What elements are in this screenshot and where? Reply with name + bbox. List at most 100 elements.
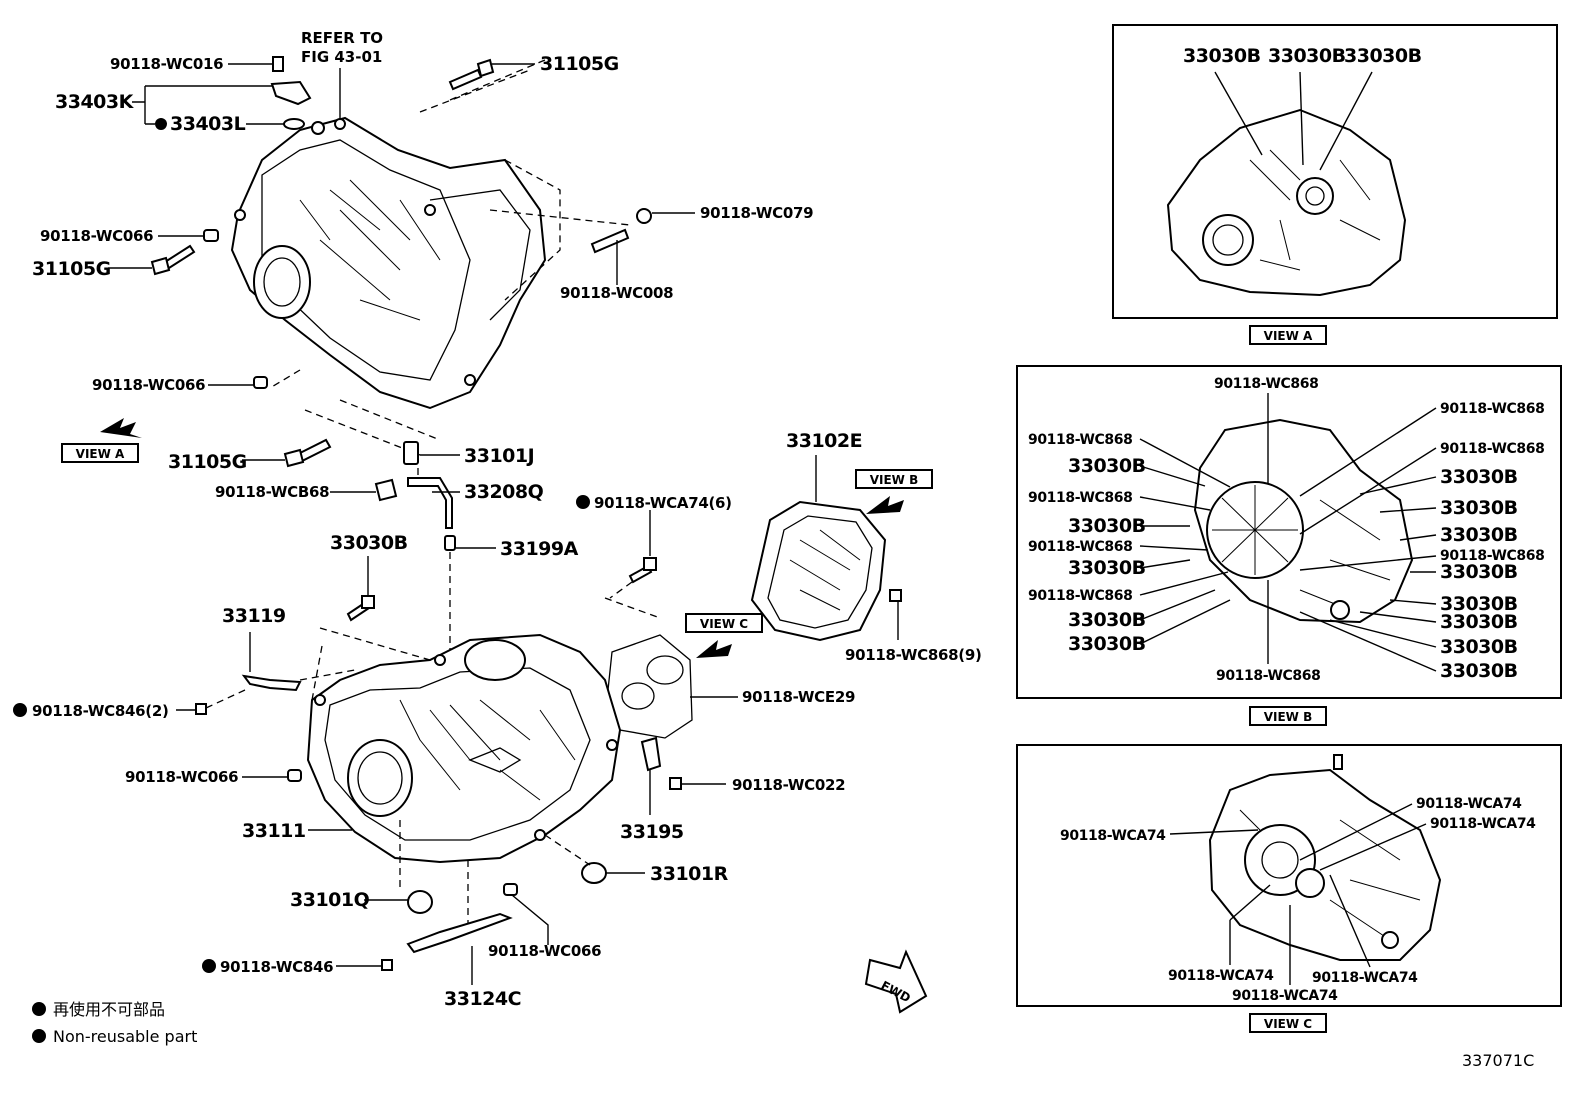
view-c-arrow-icon [696,640,732,658]
legend-dot-en [32,1029,46,1043]
stud-right [590,228,630,254]
label-90118-wc868-9: 90118-WC868(9) [845,646,982,664]
view-b-arrow-box [855,469,933,489]
bracket-33195 [640,736,662,772]
view-b-right-0: 90118-WC868 [1440,401,1544,417]
label-90118-wca74-6: 90118-WCA74(6) [594,494,732,512]
cover-33102e [750,500,887,642]
bolt-33030b [346,595,375,622]
view-b-bottom-label: 90118-WC868 [1216,668,1320,684]
bolt-wc846-2 [195,703,207,715]
view-b-left-6: 90118-WC868 [1028,588,1132,604]
view-a-callout-3: 33030B [1344,45,1422,67]
label-33403k: 33403K [55,91,135,113]
legend-jp: 再使用不可部品 [53,1000,165,1019]
label-31105g-left: 31105G [32,258,111,280]
label-90118-wc066-case: 90118-WC066 [125,768,238,786]
view-c-title: VIEW C [1264,1017,1312,1031]
view-b-right-10: 33030B [1440,660,1518,682]
non-reusable-dot [576,495,590,509]
view-c-bottom-center-label: 90118-WCA74 [1232,988,1338,1004]
view-b-left-7: 33030B [1068,609,1146,631]
view-b-title-box [1249,706,1327,726]
fwd-arrow-icon: FWD [864,949,928,1014]
view-c-panel [1016,744,1562,1007]
label-90118-wc846-2: 90118-WC846(2) [32,702,169,720]
label-33101r: 33101R [650,863,729,885]
view-b-left-3: 33030B [1068,515,1146,537]
dowel-case [287,769,302,782]
label-90118-wc008: 90118-WC008 [560,284,673,302]
nut-right [636,208,652,224]
view-b-right-9: 33030B [1440,636,1518,658]
label-33208q: 33208Q [464,481,544,503]
label-31105g-top: 31105G [540,53,619,75]
label-33199a: 33199A [500,538,579,560]
bolt-wca74 [628,557,657,584]
bolt-31105g-bottom [283,438,332,468]
label-90118-wc022: 90118-WC022 [732,776,845,794]
view-b-right-1: 90118-WC868 [1440,441,1544,457]
view-c-title-box [1249,1013,1327,1033]
label-33111: 33111 [242,820,306,842]
label-90118-wcb68: 90118-WCB68 [215,483,329,501]
view-c-bottom-left-label: 90118-WCA74 [1168,968,1274,984]
view-a-arrow-box [61,443,139,463]
view-b-left-8: 33030B [1068,633,1146,655]
view-b-right-7: 33030B [1440,593,1518,615]
label-33124c: 33124C [444,988,521,1010]
view-b-left-5: 33030B [1068,557,1146,579]
view-b-right-5: 90118-WC868 [1440,548,1544,564]
label-90118-wc066-left: 90118-WC066 [40,227,153,245]
view-a-arrow-label: VIEW A [76,447,125,461]
label-90118-wc016: 90118-WC016 [110,55,223,73]
view-b-arrow-label: VIEW B [870,473,919,487]
legend-en: Non-reusable part [53,1027,197,1046]
bolt-wc022 [669,777,682,790]
view-c-arrow-box [685,613,763,633]
clutch-housing [230,116,547,410]
view-b-left-2: 90118-WC868 [1028,490,1132,506]
label-31105g-bottom: 31105G [168,451,247,473]
view-b-left-callouts: 90118-WC868 33030B 90118-WC868 33030B 90… [1028,432,1231,655]
view-b-left-1: 33030B [1068,455,1146,477]
view-c-right-second-label: 90118-WCA74 [1430,816,1536,832]
label-33030b-case: 33030B [330,532,408,554]
view-a-arrow-icon [100,418,142,438]
label-90118-wc846: 90118-WC846 [220,958,333,976]
non-reusable-dot [155,118,167,130]
label-90118-wc066-lower: 90118-WC066 [92,376,205,394]
transmission-case [306,633,622,864]
gasket-wce29 [607,634,693,739]
view-b-left-0: 90118-WC868 [1028,432,1132,448]
seal-33101r [581,862,607,884]
dowel-left [203,229,219,242]
view-c-left-label: 90118-WCA74 [1060,828,1166,844]
bolt-wc846 [381,959,393,971]
label-90118-wce29: 90118-WCE29 [742,688,855,706]
label-90118-wc079: 90118-WC079 [700,204,813,222]
non-reusable-dot [202,959,216,973]
view-b-title: VIEW B [1264,710,1313,724]
view-a-title-box [1249,325,1327,345]
view-b-right-6: 33030B [1440,561,1518,583]
label-fig-43-01: FIG 43-01 [301,48,382,66]
dowel-lower-left [253,376,268,389]
view-a-callout-1: 33030B [1183,45,1261,67]
view-b-right-callouts: 90118-WC868 90118-WC868 33030B 33030B 33… [1299,401,1545,682]
bolt-wc868-9 [889,589,902,602]
view-a-callout-2: 33030B [1268,45,1346,67]
label-33119: 33119 [222,605,286,627]
label-33403l: 33403L [170,113,246,135]
view-a-title: VIEW A [1264,329,1313,343]
breather-assembly [374,441,456,551]
bolt-31105g-top [448,58,495,91]
view-b-arrow-icon [866,496,904,514]
dowel-bottom [503,883,518,896]
view-b-right-4: 33030B [1440,524,1518,546]
label-33102e: 33102E [786,430,862,452]
non-reusable-dot [13,703,27,717]
view-a-panel: 33030B 33030B 33030B [1112,24,1558,319]
